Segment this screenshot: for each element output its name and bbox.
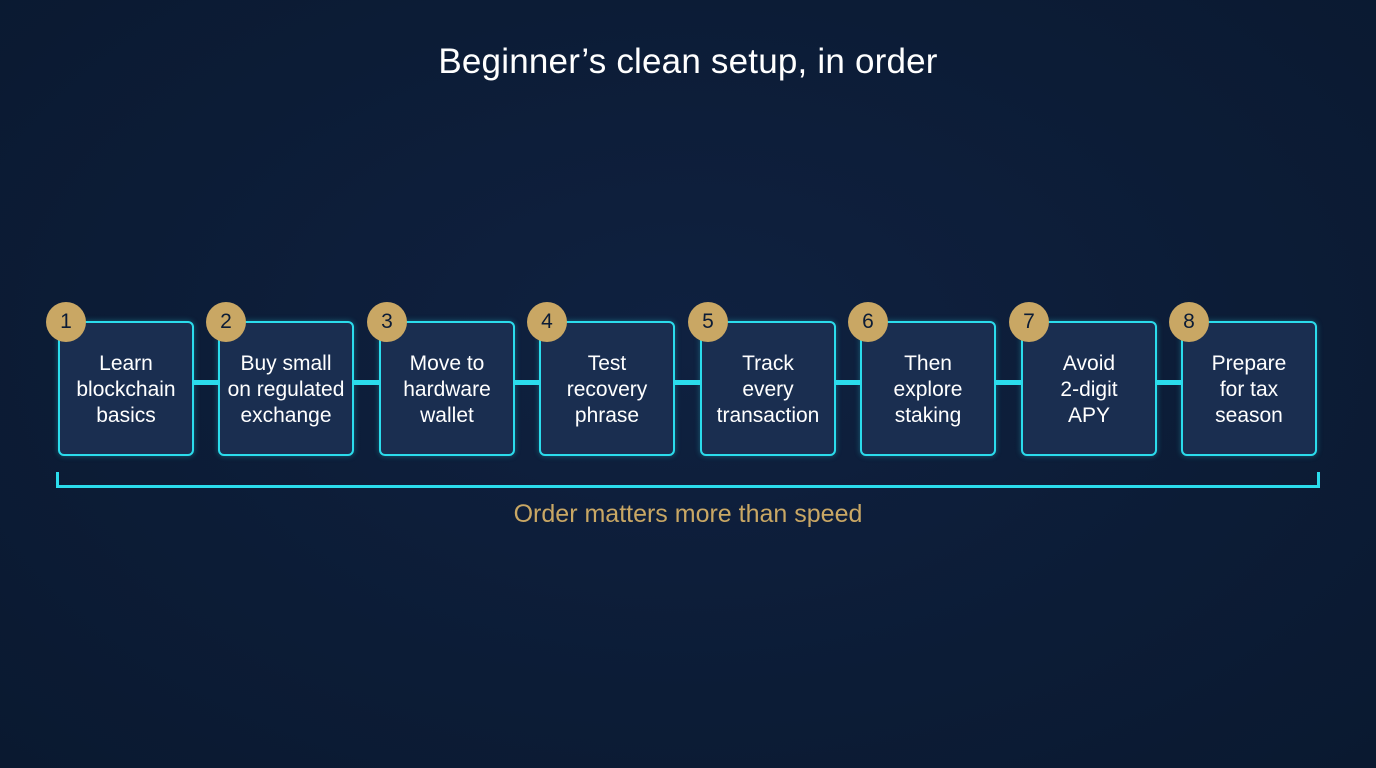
- step-3-box: Move to hardware wallet: [379, 321, 515, 456]
- step-1-label: Learn blockchain basics: [76, 351, 176, 427]
- step-2-number-badge: 2: [206, 302, 246, 342]
- step-7: Avoid 2-digit APY 7: [1009, 302, 1157, 456]
- step-7-label: Avoid 2-digit APY: [1060, 351, 1118, 427]
- step-1-number-badge: 1: [46, 302, 86, 342]
- step-5-number-badge: 5: [688, 302, 728, 342]
- steps-bracket: [56, 472, 1320, 488]
- step-4-box: Test recovery phrase: [539, 321, 675, 456]
- step-2-box: Buy small on regulated exchange: [218, 321, 354, 456]
- step-3: Move to hardware wallet 3: [367, 302, 515, 456]
- bracket-line: [56, 485, 1320, 488]
- step-7-box: Avoid 2-digit APY: [1021, 321, 1157, 456]
- bracket-left-end: [56, 472, 59, 488]
- step-6-number-badge: 6: [848, 302, 888, 342]
- step-7-number-badge: 7: [1009, 302, 1049, 342]
- step-2-label: Buy small on regulated exchange: [227, 351, 345, 427]
- step-8-number-badge: 8: [1169, 302, 1209, 342]
- step-4-label: Test recovery phrase: [566, 351, 648, 427]
- step-1: Learn blockchain basics 1: [46, 302, 194, 456]
- step-6: Then explore staking 6: [848, 302, 996, 456]
- steps-connector-line: [150, 380, 1230, 385]
- step-3-label: Move to hardware wallet: [403, 351, 491, 427]
- step-1-box: Learn blockchain basics: [58, 321, 194, 456]
- step-8: Prepare for tax season 8: [1169, 302, 1317, 456]
- step-8-label: Prepare for tax season: [1211, 351, 1287, 427]
- step-4-number-badge: 4: [527, 302, 567, 342]
- diagram-title: Beginner’s clean setup, in order: [438, 42, 938, 81]
- step-4: Test recovery phrase 4: [527, 302, 675, 456]
- bracket-right-end: [1317, 472, 1320, 488]
- step-8-box: Prepare for tax season: [1181, 321, 1317, 456]
- step-2: Buy small on regulated exchange 2: [206, 302, 354, 456]
- step-3-number-badge: 3: [367, 302, 407, 342]
- step-6-box: Then explore staking: [860, 321, 996, 456]
- bracket-caption: Order matters more than speed: [513, 500, 863, 528]
- step-5-box: Track every transaction: [700, 321, 836, 456]
- step-5-label: Track every transaction: [716, 351, 820, 427]
- step-5: Track every transaction 5: [688, 302, 836, 456]
- step-6-label: Then explore staking: [893, 351, 963, 427]
